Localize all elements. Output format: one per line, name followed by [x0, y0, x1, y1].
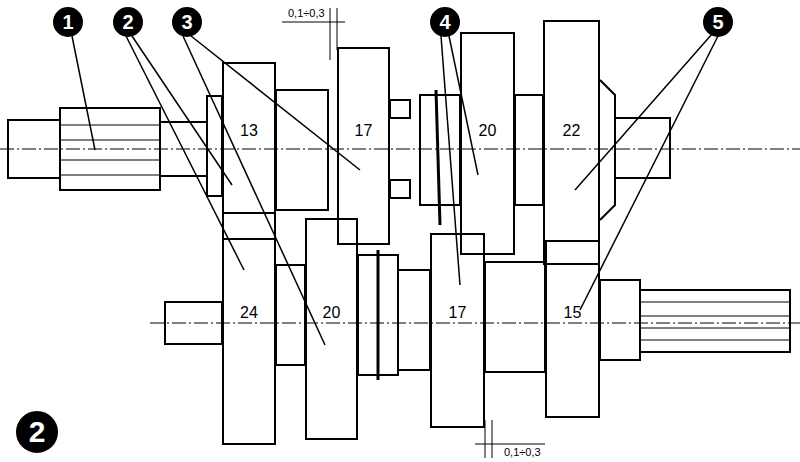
tooth-count: 17: [432, 304, 483, 322]
tooth-count: 24: [224, 304, 274, 322]
gear-wheel: 15: [545, 240, 600, 418]
gear-wheel: 20: [460, 32, 515, 255]
callout-number: 4: [431, 8, 459, 36]
gear-wheel: 17: [337, 47, 390, 245]
gear-wheel: 24: [222, 212, 276, 445]
callout-number: 2: [114, 8, 142, 36]
tooth-count: 20: [307, 304, 356, 322]
callout-number: 3: [173, 8, 201, 36]
gear-wheel: 22: [543, 20, 600, 265]
callout-number: 5: [704, 8, 732, 36]
dimension-text: 0,1÷0,3: [287, 7, 326, 19]
tooth-count: 22: [545, 122, 598, 140]
callout-number: 1: [54, 8, 82, 36]
figure-number: 2: [17, 412, 57, 452]
gear-wheel: 20: [305, 218, 358, 440]
tooth-count: 13: [224, 122, 274, 140]
gear-wheel: 17: [430, 233, 485, 428]
dimension-text: 0,1÷0,3: [503, 446, 542, 458]
tooth-count: 20: [462, 122, 513, 140]
tooth-count: 17: [339, 122, 388, 140]
tooth-count: 15: [547, 304, 598, 322]
